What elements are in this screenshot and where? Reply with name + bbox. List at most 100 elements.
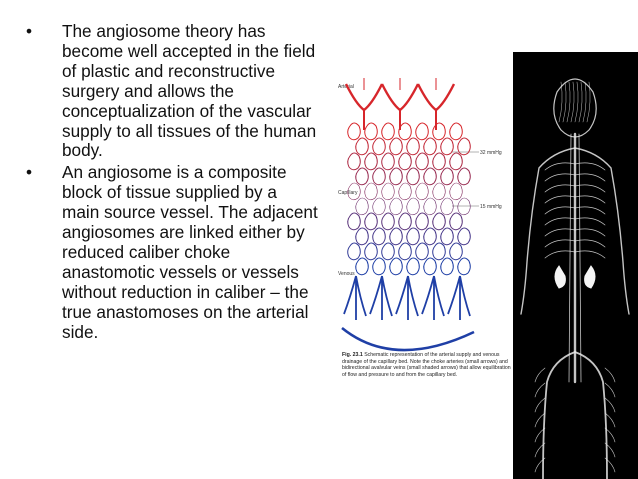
capillary-cell [355,197,369,216]
caption-text: Schematic representation of the arterial… [342,352,511,378]
capillary-cell [364,242,378,261]
rib-vessel [544,184,576,193]
capillary-cell [347,152,361,171]
label-pressure-low: 15 mmHg [480,204,502,210]
capillary-cell [389,197,403,216]
capillary-cell [406,227,420,246]
figure-caption: Fig. 23.1 Schematic representation of th… [342,352,512,378]
right-arm-vessel [574,147,630,315]
capillary-cell [381,122,395,141]
capillary-cell [449,122,463,141]
capillary-cell [372,137,386,156]
vein-branch [395,275,419,320]
rib-vessel [574,250,606,259]
leg-branch [604,412,616,428]
capillary-cell [355,227,369,246]
body-angiogram [513,52,638,479]
leg-branch [534,427,546,443]
capillary-cell [347,242,361,261]
capillary-cell [432,152,446,171]
left-leg-artery [542,351,576,479]
capillary-cell [440,137,454,156]
vein-branch [343,275,367,320]
capillary-cell [449,212,463,231]
leg-branch [604,382,616,398]
capillary-cell [440,257,454,276]
capillary-cell [347,182,361,201]
right-kidney [584,265,596,289]
right-leg-artery [574,351,608,479]
capillary-cell [457,197,471,216]
bullet-item: • The angiosome theory has become well a… [18,21,318,161]
capillary-cell [355,257,369,276]
capillary-cell [457,137,471,156]
capillary-cell [449,242,463,261]
caption-label: Fig. 23.1 [342,352,363,358]
leg-branch [534,382,546,398]
capillary-cell [398,182,412,201]
capillary-cell [381,152,395,171]
leg-branch [604,397,616,413]
left-arm-vessel [520,147,576,315]
rib-vessel [574,239,606,248]
leg-branch [534,397,546,413]
scalp-vessel [582,81,587,123]
capillary-cell [457,227,471,246]
capillary-cell [406,137,420,156]
capillary-cell [347,212,361,231]
scalp-vessel [574,81,579,123]
rib-vessel [544,239,576,248]
capillary-cell [406,167,420,186]
scalp-vessel [566,81,571,123]
capillary-cell [457,167,471,186]
rib-vessel [544,173,576,182]
rib-vessel [544,195,576,204]
rib-vessel [574,217,606,226]
capillary-cell [432,212,446,231]
scalp-vessel [586,81,591,123]
capillary-cell [449,152,463,171]
rib-vessel [544,162,576,171]
capillary-cell [398,212,412,231]
leg-branch [534,442,546,458]
capillary-cell [389,257,403,276]
capillary-cell [381,212,395,231]
capillary-cell [355,167,369,186]
capillary-cell [423,257,437,276]
leg-branch [604,457,616,473]
capillary-cell [432,242,446,261]
capillary-cell [415,182,429,201]
capillary-cell [440,197,454,216]
capillary-cell [457,257,471,276]
rib-vessel [544,250,576,259]
bullet-text: An angiosome is a composite block of tis… [62,162,318,342]
vessel [578,133,582,383]
scalp-vessel [562,81,567,123]
leg-branch [534,457,546,473]
capillary-cell [372,227,386,246]
capillary-cell [415,242,429,261]
label-pressure-high: 32 mmHg [480,150,502,156]
rib-vessel [574,162,606,171]
capillary-cell [372,197,386,216]
capillary-cell [381,182,395,201]
capillary-cell [440,167,454,186]
capillary-cell [355,137,369,156]
capillary-cell [406,257,420,276]
capillary-cell [423,197,437,216]
capillary-cell [415,152,429,171]
capillary-cell [423,167,437,186]
leg-branch [534,367,546,383]
capillary-cell [364,212,378,231]
body-vessels [520,78,630,479]
capillary-cell [398,122,412,141]
capillary-cell [432,122,446,141]
capillary-cell [364,152,378,171]
rib-vessel [574,173,606,182]
capillary-cell [389,227,403,246]
scalp-vessel [578,81,583,123]
bullet-marker: • [26,21,33,41]
capillary-cell [389,167,403,186]
left-kidney [554,265,566,289]
capillary-cell [423,227,437,246]
